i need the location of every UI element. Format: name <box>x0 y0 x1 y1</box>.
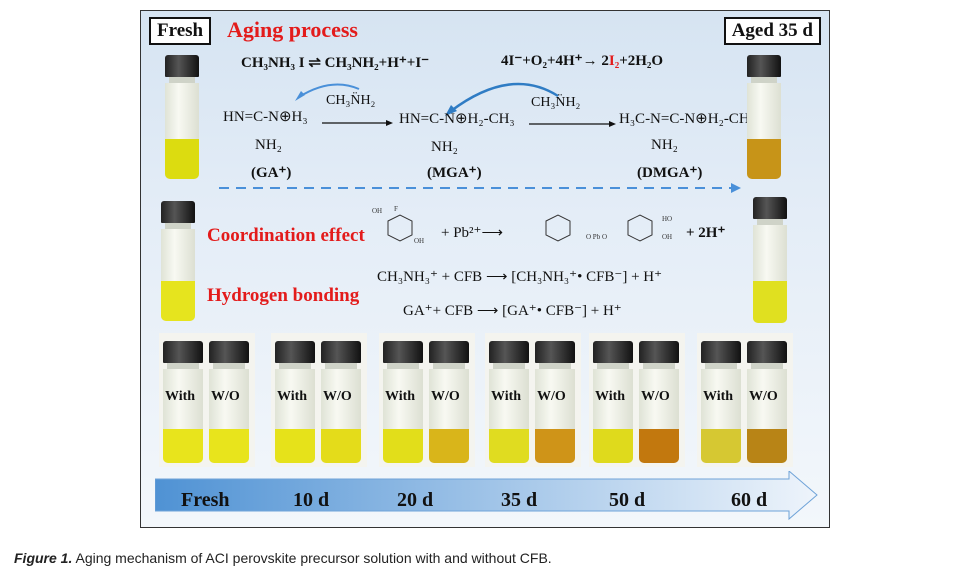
coordination-eq-mid: + Pb²⁺⟶ <box>441 225 503 241</box>
vial-with-cfb <box>275 341 315 463</box>
fresh-label: Fresh <box>149 17 212 45</box>
vial-with-cfb <box>593 341 633 463</box>
vial-pair: With W/O <box>271 333 367 467</box>
vial-pair: With W/O <box>589 333 685 467</box>
svg-text:HO: HO <box>662 215 672 223</box>
vial-fresh <box>165 55 199 179</box>
vial-pair: With W/O <box>159 333 255 467</box>
with-label: With <box>165 389 196 404</box>
svg-text:OH: OH <box>414 237 424 245</box>
vial-with-cfb-aged <box>753 197 787 323</box>
vial-with-cfb <box>489 341 529 463</box>
with-label: With <box>595 389 626 404</box>
vial-without-cfb <box>429 341 469 463</box>
mga-label: (MGA⁺) <box>427 165 482 181</box>
vial-without-cfb <box>321 341 361 463</box>
vial-without-cfb <box>639 341 679 463</box>
vial-without-cfb <box>747 341 787 463</box>
reagent-2: CH₃N̈H₂ <box>531 95 581 110</box>
vial-with-cfb <box>383 341 423 463</box>
dmga-nh2: NH₂ <box>651 137 678 153</box>
arrow-head <box>295 91 305 101</box>
caption-label: Figure 1. <box>14 550 73 566</box>
without-label: W/O <box>323 389 352 404</box>
timeline-label: 20 d <box>397 489 434 511</box>
without-label: W/O <box>641 389 670 404</box>
without-label: W/O <box>431 389 460 404</box>
vial-pair: With W/O <box>379 333 475 467</box>
coordination-label: Coordination effect <box>207 225 365 246</box>
timeline-arrow <box>155 471 818 521</box>
ga-label: (GA⁺) <box>251 165 292 181</box>
with-label: With <box>703 389 734 404</box>
mga-structure: HN=C-N⊕H₂-CH₃ <box>399 111 515 127</box>
without-label: W/O <box>537 389 566 404</box>
with-label: With <box>385 389 416 404</box>
vial-without-cfb <box>209 341 249 463</box>
timeline-label: 10 d <box>293 489 330 511</box>
reagent-1: CH₃N̈H₂ <box>326 93 376 108</box>
equation-2: 4I⁻+O₂+4H⁺→ 2I₂+2H₂O <box>501 53 664 69</box>
svg-text:OH: OH <box>662 233 672 241</box>
ga-structure: HN=C-N⊕H₃ <box>223 109 308 125</box>
without-label: W/O <box>211 389 240 404</box>
with-label: With <box>491 389 522 404</box>
timeline-label: 50 d <box>609 489 646 511</box>
svg-text:OH: OH <box>372 207 382 215</box>
hbond-eq-2: GA⁺+ CFB ⟶ [GA⁺• CFB⁻] + H⁺ <box>403 303 622 319</box>
vial-with-cfb <box>163 341 203 463</box>
vial-without-cfb <box>535 341 575 463</box>
caption-text: Aging mechanism of ACI perovskite precur… <box>72 550 552 566</box>
reaction-arrows <box>219 82 741 193</box>
svg-text:O Pb O: O Pb O <box>586 233 607 241</box>
timeline-label: 60 d <box>731 489 768 511</box>
dmga-label: (DMGA⁺) <box>637 165 703 181</box>
timeline-label: 35 d <box>501 489 538 511</box>
figure: Fresh Aging process Aged 35 d CH₃NH₃ I ⇌… <box>140 10 830 528</box>
cfb-coordination-structures: OH F OH O Pb O HO OH <box>372 205 672 245</box>
vial-pair: With W/O <box>485 333 581 467</box>
mga-nh2: NH₂ <box>431 139 458 155</box>
vial-aged <box>747 55 781 179</box>
with-label: With <box>277 389 308 404</box>
vial-with-cfb <box>701 341 741 463</box>
aging-title: Aging process <box>227 17 358 42</box>
svg-text:F: F <box>394 205 398 213</box>
figure-caption: Figure 1. Aging mechanism of ACI perovsk… <box>14 550 552 566</box>
dmga-structure: H₃C-N=C-N⊕H₂-CH₃ <box>619 111 755 127</box>
equation-1: CH₃NH₃ I ⇌ CH₃NH₂+H⁺+I⁻ <box>241 55 430 71</box>
coordination-eq-end: + 2H⁺ <box>686 225 726 241</box>
ga-nh2: NH₂ <box>255 137 282 153</box>
aged-label: Aged 35 d <box>723 17 821 45</box>
vial-pair: With W/O <box>697 333 793 467</box>
hbond-eq-1: CH₃NH₃⁺ + CFB ⟶ [CH₃NH₃⁺• CFB⁻] + H⁺ <box>377 269 663 285</box>
vial-with-cfb-fresh <box>161 201 195 321</box>
timeline-label: Fresh <box>181 489 230 511</box>
hbond-label: Hydrogen bonding <box>207 285 360 306</box>
without-label: W/O <box>749 389 778 404</box>
